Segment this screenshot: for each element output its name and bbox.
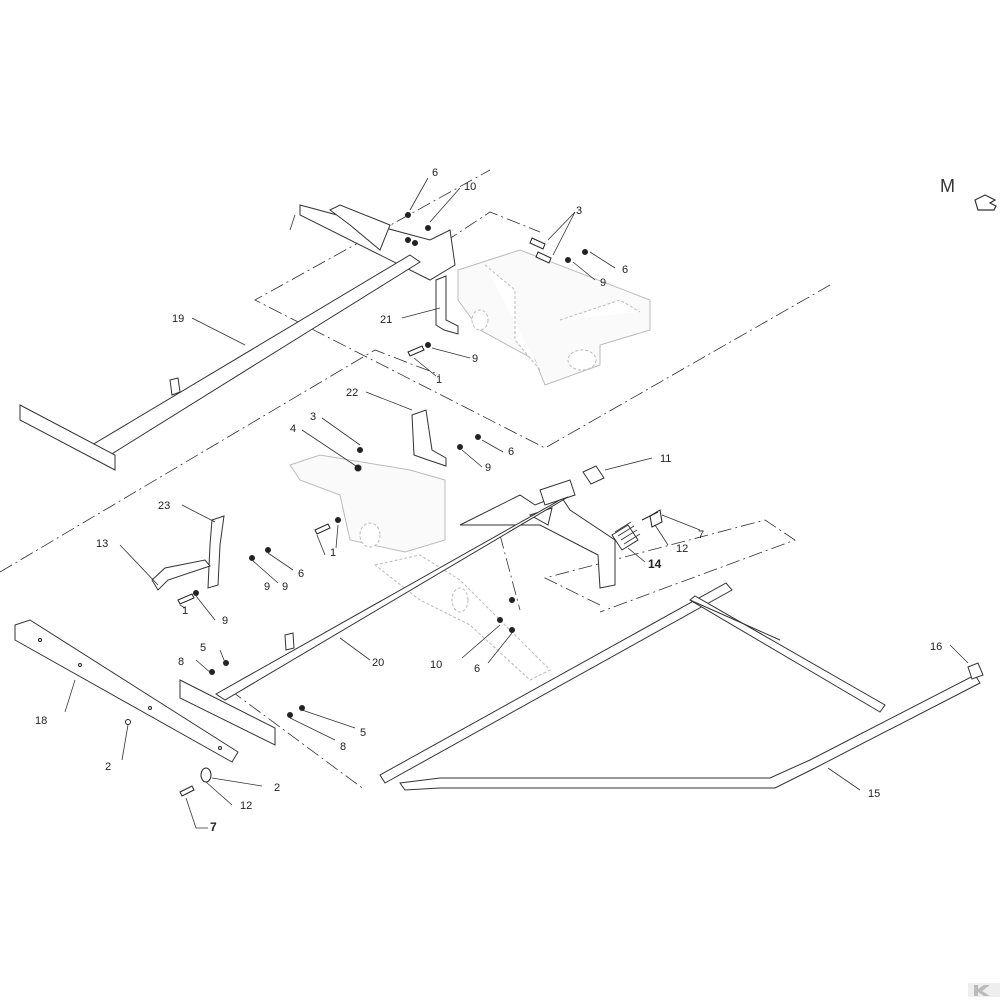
callout-12: 12 — [676, 543, 688, 555]
view-marker-letter: M — [940, 176, 955, 196]
leader-lines — [64, 177, 969, 829]
callout-1: 1 — [182, 605, 188, 617]
part-16-end-cap — [967, 662, 984, 680]
hardware-fasteners — [125, 212, 663, 797]
part-20-lower-frame-bar — [179, 479, 616, 746]
part-23-plate — [207, 515, 225, 589]
part-21-plate — [435, 275, 459, 335]
callout-23: 23 — [158, 500, 170, 512]
callout-7: 7 — [698, 529, 704, 541]
callout-10: 10 — [464, 181, 476, 193]
ghost-chassis-upper — [457, 249, 651, 386]
callout-3: 3 — [310, 411, 316, 423]
callout-9: 9 — [485, 462, 491, 474]
part-18-flat-bar — [14, 619, 239, 763]
callout-3: 3 — [576, 205, 582, 217]
callout-8: 8 — [340, 741, 346, 753]
callout-5: 5 — [200, 642, 206, 654]
part-19-upper-frame-bar — [19, 204, 456, 471]
callout-4: 4 — [290, 423, 296, 435]
callout-1: 1 — [436, 374, 442, 386]
callout-6: 6 — [622, 264, 628, 276]
callout-13: 13 — [96, 538, 108, 550]
callout-12: 12 — [240, 800, 252, 812]
callout-15: 15 — [868, 788, 880, 800]
callout-6: 6 — [474, 663, 480, 675]
callout-14: 14 — [648, 557, 662, 571]
callout-1: 1 — [330, 547, 336, 559]
callout-9: 9 — [472, 353, 478, 365]
callout-21: 21 — [380, 314, 392, 326]
callout-9: 9 — [600, 277, 606, 289]
callout-11: 11 — [660, 453, 671, 465]
callout-2: 2 — [105, 761, 111, 773]
callout-6: 6 — [508, 446, 514, 458]
callout-8: 8 — [178, 656, 184, 668]
callout-19: 19 — [172, 313, 184, 325]
callout-18: 18 — [35, 715, 47, 727]
view-marker: M — [940, 176, 997, 211]
part-14-spring — [611, 521, 641, 551]
callout-7: 7 — [210, 820, 217, 834]
callout-20: 20 — [372, 657, 384, 669]
ghost-chassis-lower — [289, 454, 551, 681]
phantom-lines — [0, 169, 831, 791]
part-22-plate — [411, 409, 447, 467]
part-13-spring-clip — [151, 559, 211, 591]
callout-2: 2 — [274, 782, 280, 794]
callout-6: 6 — [298, 568, 304, 580]
callout-5: 5 — [360, 727, 366, 739]
callout-9: 9 — [282, 581, 288, 593]
part-15-tube-frame — [379, 582, 981, 791]
brand-logo — [968, 983, 1000, 997]
callout-6: 6 — [432, 167, 438, 179]
part-11-block — [582, 465, 605, 485]
callout-9: 9 — [222, 615, 228, 627]
view-arrow-icon — [974, 194, 997, 211]
callout-10: 10 — [430, 659, 442, 671]
callout-22: 22 — [346, 387, 358, 399]
callout-16: 16 — [930, 641, 942, 653]
callout-9: 9 — [264, 581, 270, 593]
